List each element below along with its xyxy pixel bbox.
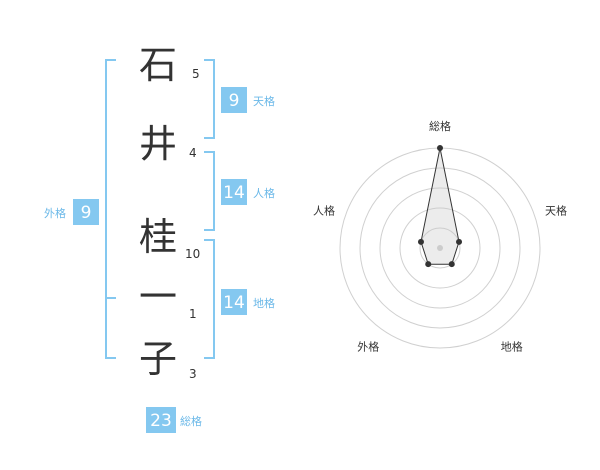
- soukaku-value: 23: [150, 411, 172, 431]
- tenkaku-value: 9: [229, 91, 240, 111]
- radar-label-chikaku: 地格: [501, 340, 523, 354]
- gaikaku-badge: 外格 9: [44, 199, 99, 225]
- chikaku-value: 14: [223, 293, 245, 313]
- radar-label-soukaku: 総格: [429, 119, 451, 133]
- chikaku-label: 地格: [253, 296, 275, 310]
- stroke-count-4: 1: [189, 307, 197, 321]
- tenkaku-bracket: [204, 59, 215, 139]
- radar-label-tenkaku: 天格: [545, 203, 567, 217]
- jinkaku-value: 14: [223, 183, 245, 203]
- radar-point-tenkaku: [456, 238, 463, 245]
- radar-point-chikaku: [448, 261, 455, 268]
- stroke-count-2: 4: [189, 146, 197, 160]
- jinkaku-value-box: [221, 179, 247, 205]
- radar-label-gaikaku: 外格: [357, 340, 379, 354]
- tenkaku-label: 天格: [253, 94, 275, 108]
- radar-ring-2: [399, 207, 481, 289]
- soukaku-value-box: [146, 407, 176, 433]
- radar-ring-1: [419, 227, 461, 269]
- gaikaku-bracket: [105, 59, 116, 359]
- gaikaku-label: 外格: [44, 206, 66, 220]
- name-characters: 石 5 井 4 桂 10 一 1 子 3: [139, 43, 200, 381]
- chikaku-bracket: [204, 239, 215, 359]
- stroke-count-1: 5: [192, 67, 200, 81]
- name-char-3: 桂: [139, 215, 177, 259]
- name-char-1: 石: [139, 43, 177, 87]
- name-char-5: 子: [139, 337, 177, 381]
- chikaku-value-box: [221, 289, 247, 315]
- gaikaku-value-box: [73, 199, 99, 225]
- name-char-4: 一: [139, 275, 177, 319]
- soukaku-label: 総格: [180, 414, 202, 428]
- soukaku-badge: 23 総格: [146, 407, 202, 433]
- stroke-count-5: 3: [189, 367, 197, 381]
- radar-shape: [420, 147, 460, 265]
- stroke-count-3: 10: [185, 247, 200, 261]
- jinkaku-badge: 14 人格: [221, 179, 275, 205]
- radar-point-jinkaku: [417, 238, 424, 245]
- gaikaku-value: 9: [81, 203, 92, 223]
- jinkaku-bracket: [204, 151, 215, 231]
- radar-ring-4: [359, 167, 521, 329]
- chikaku-badge: 14 地格: [221, 289, 275, 315]
- radar-center-dot: [437, 245, 443, 251]
- radar-point-soukaku: [437, 145, 443, 151]
- radar-ring-3: [379, 187, 501, 309]
- radar-points: [417, 145, 463, 268]
- tenkaku-badge: 9 天格: [221, 87, 275, 113]
- name-char-2: 井: [139, 122, 177, 166]
- radar-point-gaikaku: [425, 261, 432, 268]
- jinkaku-label: 人格: [253, 186, 275, 200]
- radar-label-jinkaku: 人格: [313, 203, 335, 217]
- bracket-group: [105, 59, 215, 359]
- tenkaku-value-box: [221, 87, 247, 113]
